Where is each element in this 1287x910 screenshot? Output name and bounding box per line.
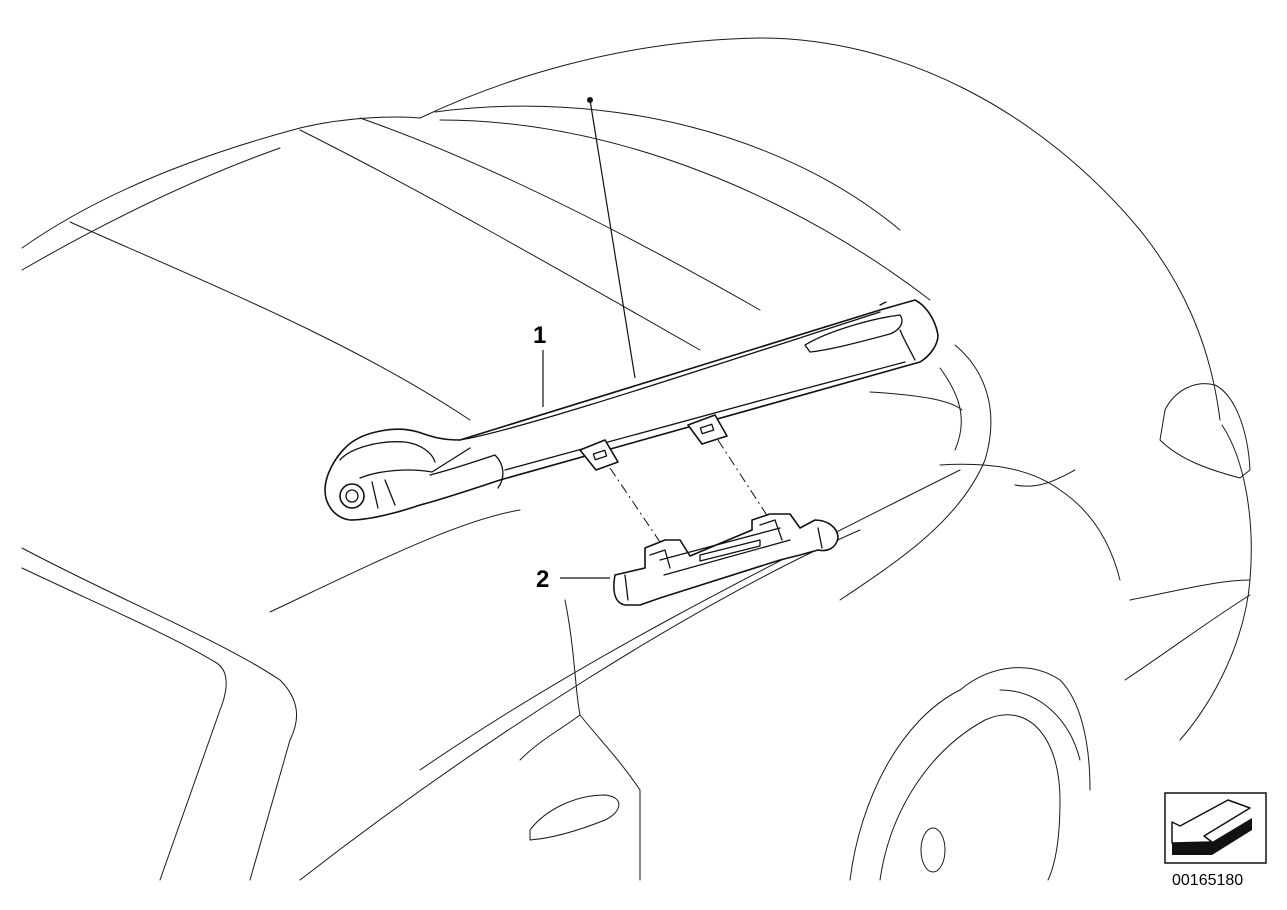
car-body-outline: [21, 37, 1252, 881]
part-2-clip-holder: [613, 513, 839, 606]
part-1-cable-duct: [324, 299, 939, 521]
callout-1: 1: [533, 322, 546, 349]
leader-lines: [542, 97, 636, 579]
assembly-lines: [609, 439, 771, 546]
callout-2: 2: [536, 566, 549, 593]
direction-arrow-icon: [1164, 792, 1267, 864]
leader-dot-line: [589, 99, 636, 379]
document-number: 00165180: [1172, 872, 1243, 889]
